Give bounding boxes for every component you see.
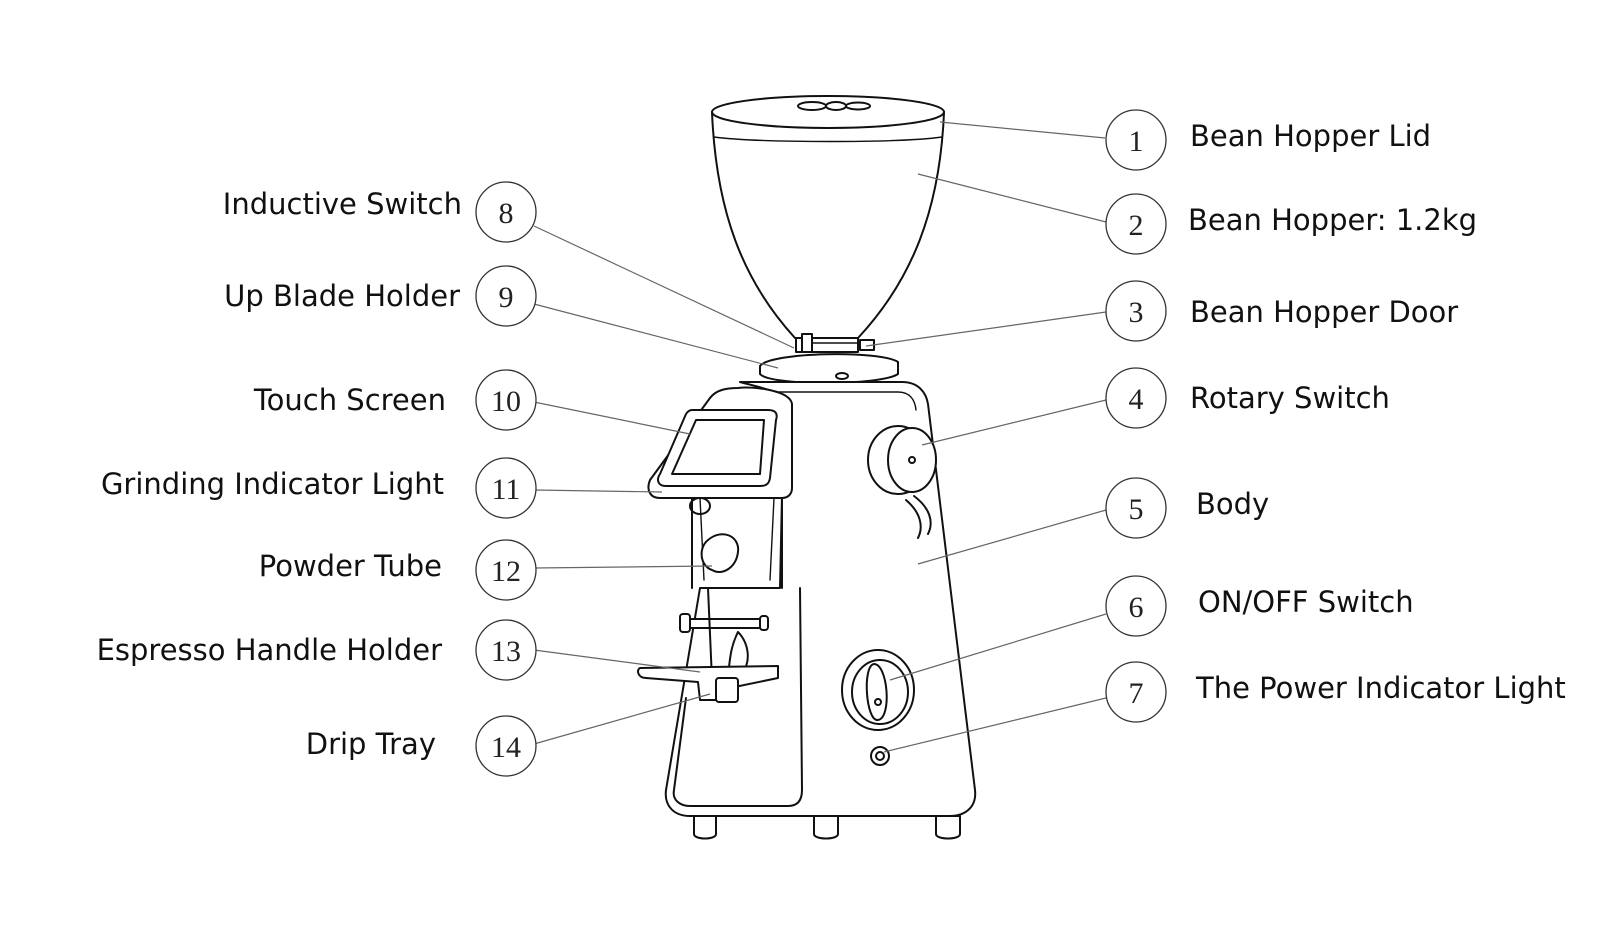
leader-line-2 <box>917 173 1107 223</box>
callout-number-circle <box>475 619 537 681</box>
leader-line-4 <box>921 399 1107 446</box>
callout-number-circle <box>1105 193 1167 255</box>
up-blade-holder <box>759 353 899 384</box>
bean-hopper <box>711 111 945 339</box>
callout-number: 10 <box>491 385 521 418</box>
callout-number: 11 <box>492 473 521 506</box>
callout-5: 5 Body <box>1105 477 1269 539</box>
leader-line-9 <box>533 303 779 369</box>
callout-9: 9 Up Blade Holder <box>224 265 537 327</box>
callouts-right: 1 Bean Hopper Lid 2 Bean Hopper: 1.2kg 3… <box>1105 109 1566 723</box>
callout-label-on-off-switch: ON/OFF Switch <box>1198 585 1414 619</box>
callout-number-circle <box>475 457 537 519</box>
callout-number-circle <box>1105 280 1167 342</box>
callout-3: 3 Bean Hopper Door <box>1105 280 1458 342</box>
callout-number-circle <box>475 369 537 431</box>
callout-number: 6 <box>1129 591 1144 624</box>
callout-label-power-indicator-light: The Power Indicator Light <box>1195 671 1566 705</box>
callout-number-circle <box>1105 661 1167 723</box>
callout-number: 4 <box>1129 383 1144 416</box>
callout-number-circle <box>475 181 537 243</box>
callout-10: 10 Touch Screen <box>253 369 537 431</box>
callout-number: 8 <box>499 197 514 230</box>
powder-tube <box>700 533 740 573</box>
callout-8: 8 Inductive Switch <box>223 181 537 243</box>
leader-line-3 <box>865 311 1107 347</box>
callout-number-circle <box>475 539 537 601</box>
on-off-switch <box>841 649 915 731</box>
callout-label-bean-hopper-lid: Bean Hopper Lid <box>1190 119 1431 153</box>
lower-panel <box>672 587 803 807</box>
callout-label-drip-tray: Drip Tray <box>306 727 436 761</box>
callout-number: 5 <box>1129 493 1144 526</box>
callout-number: 3 <box>1129 296 1144 329</box>
callout-label-grinding-indicator-light: Grinding Indicator Light <box>101 467 444 501</box>
callout-label-up-blade-holder: Up Blade Holder <box>224 279 460 313</box>
callout-label-bean-hopper: Bean Hopper: 1.2kg <box>1188 203 1477 237</box>
callout-label-powder-tube: Powder Tube <box>259 549 442 583</box>
callout-11: 11 Grinding Indicator Light <box>101 457 537 519</box>
callout-7: 7 The Power Indicator Light <box>1105 661 1566 723</box>
callout-number-circle <box>1105 477 1167 539</box>
leader-line-1 <box>939 121 1106 139</box>
rotary-switch <box>867 425 937 539</box>
callout-label-body: Body <box>1196 487 1269 521</box>
callout-label-espresso-handle-holder: Espresso Handle Holder <box>97 633 442 667</box>
leader-lines <box>533 121 1107 753</box>
callouts-left: 8 Inductive Switch 9 Up Blade Holder 10 … <box>97 181 537 777</box>
callout-number: 2 <box>1129 209 1144 242</box>
callout-number: 13 <box>491 635 521 668</box>
bean-hopper-lid <box>711 95 945 129</box>
grinder-feet <box>693 815 961 840</box>
callout-label-bean-hopper-door: Bean Hopper Door <box>1190 295 1458 329</box>
callout-number-circle <box>475 715 537 777</box>
leader-line-8 <box>533 225 795 349</box>
bean-hopper-door <box>795 333 875 353</box>
grinder-head <box>647 386 793 499</box>
callout-number: 7 <box>1129 677 1144 710</box>
callout-6: 6 ON/OFF Switch <box>1105 575 1414 637</box>
callout-4: 4 Rotary Switch <box>1105 367 1390 429</box>
callout-14: 14 Drip Tray <box>306 715 537 777</box>
drip-tray <box>637 665 779 703</box>
leader-line-11 <box>533 489 663 493</box>
leader-line-12 <box>533 565 713 569</box>
power-indicator-light <box>870 746 890 766</box>
leader-line-6 <box>889 613 1107 681</box>
callout-2: 2 Bean Hopper: 1.2kg <box>1105 193 1477 255</box>
coffee-grinder-illustration <box>637 95 977 840</box>
callout-number: 14 <box>491 731 521 764</box>
callout-number: 9 <box>499 281 514 314</box>
leader-line-7 <box>883 697 1107 753</box>
callout-label-touch-screen: Touch Screen <box>253 383 446 417</box>
callout-12: 12 Powder Tube <box>259 539 537 601</box>
callout-label-rotary-switch: Rotary Switch <box>1190 381 1390 415</box>
callout-number: 12 <box>491 555 521 588</box>
callout-number-circle <box>1105 575 1167 637</box>
espresso-handle-holder <box>679 587 769 681</box>
callout-number: 1 <box>1129 125 1144 158</box>
leader-line-13 <box>533 649 701 673</box>
callout-number-circle <box>1105 367 1167 429</box>
callout-label-inductive-switch: Inductive Switch <box>223 187 462 221</box>
callout-1: 1 Bean Hopper Lid <box>1105 109 1431 171</box>
callout-number-circle <box>475 265 537 327</box>
callout-number-circle <box>1105 109 1167 171</box>
leader-line-5 <box>917 509 1107 565</box>
leader-line-10 <box>533 401 691 435</box>
callout-13: 13 Espresso Handle Holder <box>97 619 537 681</box>
leader-line-14 <box>533 693 711 745</box>
